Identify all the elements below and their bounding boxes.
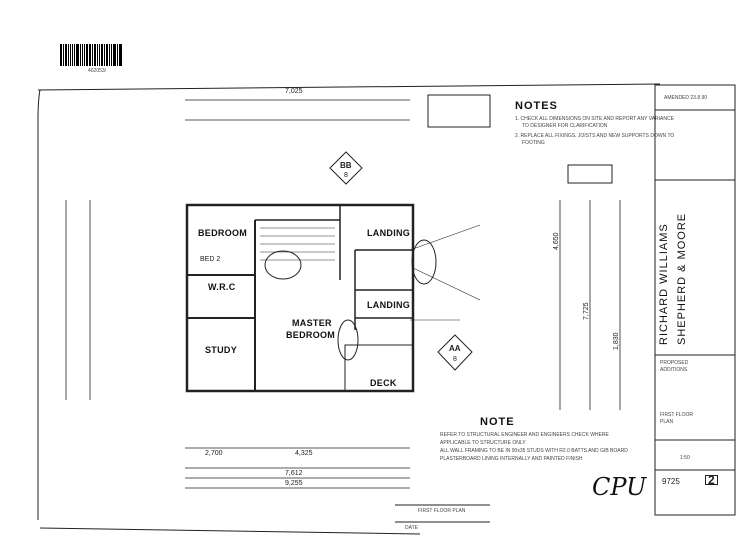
barcode-number: 402053/	[88, 68, 107, 74]
barcode-stripe	[86, 44, 88, 66]
barcode-stripe	[120, 44, 123, 66]
note-2b: FOOTING	[522, 140, 545, 146]
dim-right-2: 7,725	[583, 302, 590, 320]
barcode-stripe	[76, 44, 79, 66]
title-block-issued: AMENDED 23.8.90	[664, 95, 708, 101]
barcode-stripe	[116, 44, 118, 66]
title-block-sheet: 2	[705, 474, 718, 486]
bottom-border-line	[39, 527, 421, 535]
barcode-stripe	[71, 44, 74, 66]
note-1: 1. CHECK ALL DIMENSIONS ON SITE AND REPO…	[515, 116, 674, 122]
bottom-note-4: PLASTERBOARD LINING INTERNALLY AND PAINT…	[440, 456, 583, 462]
barcode-stripe	[111, 44, 113, 66]
section-marker-bb: BB	[340, 161, 352, 170]
handwritten-initials: CPU	[592, 473, 647, 501]
room-master-1: MASTER	[292, 318, 332, 328]
barcode-stripe	[98, 44, 100, 66]
barcode-stripe	[88, 44, 92, 66]
barcode-stripe	[74, 44, 76, 66]
section-marker-bb-num: 8	[344, 172, 348, 179]
barcode-stripe	[94, 44, 96, 66]
dim-bottom-total: 7,612	[285, 470, 303, 477]
room-study: STUDY	[205, 345, 238, 355]
footer-line-1: FIRST FLOOR PLAN	[418, 508, 466, 514]
top-border-line	[37, 83, 661, 91]
barcode-stripe	[62, 44, 64, 66]
room-landing-lower: LANDING	[367, 300, 411, 310]
note-2: 2. REPLACE ALL FIXINGS, JOISTS AND NEW S…	[515, 133, 675, 139]
title-block-project-3: FIRST FLOOR	[660, 412, 693, 418]
dim-bottom-total-2: 9,255	[285, 480, 303, 487]
barcode-stripe	[60, 44, 62, 66]
barcode-stripe	[113, 44, 116, 66]
title-block-scale: 1:50	[680, 455, 690, 461]
dim-bottom-1: 2,700	[205, 450, 223, 457]
barcode-stripe	[64, 44, 68, 66]
dim-right-1: 4,650	[553, 232, 560, 250]
barcode-stripe	[92, 44, 94, 66]
barcode-stripe	[84, 44, 86, 66]
title-block-project-2: ADDITIONS	[660, 367, 688, 373]
title-block-owner-2: SHEPHERD & MOORE	[676, 212, 688, 345]
bottom-note-1: REFER TO STRUCTURAL ENGINEER AND ENGINEE…	[440, 432, 609, 438]
section-marker-aa-num: 8	[453, 356, 457, 363]
section-marker-aa: AA	[449, 344, 461, 353]
room-wrc: W.R.C	[208, 282, 236, 292]
barcode-stripe	[96, 44, 98, 66]
barcode-stripe	[79, 44, 82, 66]
barcode-stripe	[104, 44, 105, 66]
room-master-2: BEDROOM	[286, 330, 336, 340]
room-landing-upper: LANDING	[367, 228, 411, 238]
dim-top-overall: 7,025	[285, 88, 303, 95]
left-border-line	[37, 89, 41, 520]
barcode-stripe	[100, 44, 104, 66]
dim-right-3: 1,830	[613, 332, 620, 350]
bottom-note-2: APPLICABLE TO STRUCTURE ONLY	[440, 440, 526, 446]
barcode-stripe	[82, 44, 84, 66]
barcode-stripe	[108, 44, 111, 66]
barcode-stripe	[105, 44, 108, 66]
plan-outline	[185, 203, 415, 393]
barcode-stripe	[69, 44, 71, 66]
barcode-stripe	[118, 44, 120, 66]
title-block-project-1: PROPOSED	[660, 360, 689, 366]
room-bed-area: BED 2	[200, 256, 221, 263]
barcode-stripe	[68, 44, 69, 66]
room-deck: DECK	[370, 378, 397, 388]
note-heading: NOTE	[480, 416, 515, 428]
notes-heading: NOTES	[515, 100, 558, 112]
title-block-owner-1: RICHARD WILLIAMS	[658, 223, 670, 345]
room-bedroom: BEDROOM	[198, 228, 248, 238]
footer-line-2: DATE	[405, 525, 418, 531]
dim-bottom-2: 4,325	[295, 450, 313, 457]
barcode	[60, 44, 123, 66]
title-block-project-4: PLAN	[660, 419, 674, 425]
title-block-job-no: 9725	[662, 477, 680, 486]
note-1b: TO DESIGNER FOR CLARIFICATION	[522, 123, 608, 129]
bottom-note-3: ALL WALL FRAMING TO BE IN 90x35 STUDS WI…	[440, 448, 628, 454]
